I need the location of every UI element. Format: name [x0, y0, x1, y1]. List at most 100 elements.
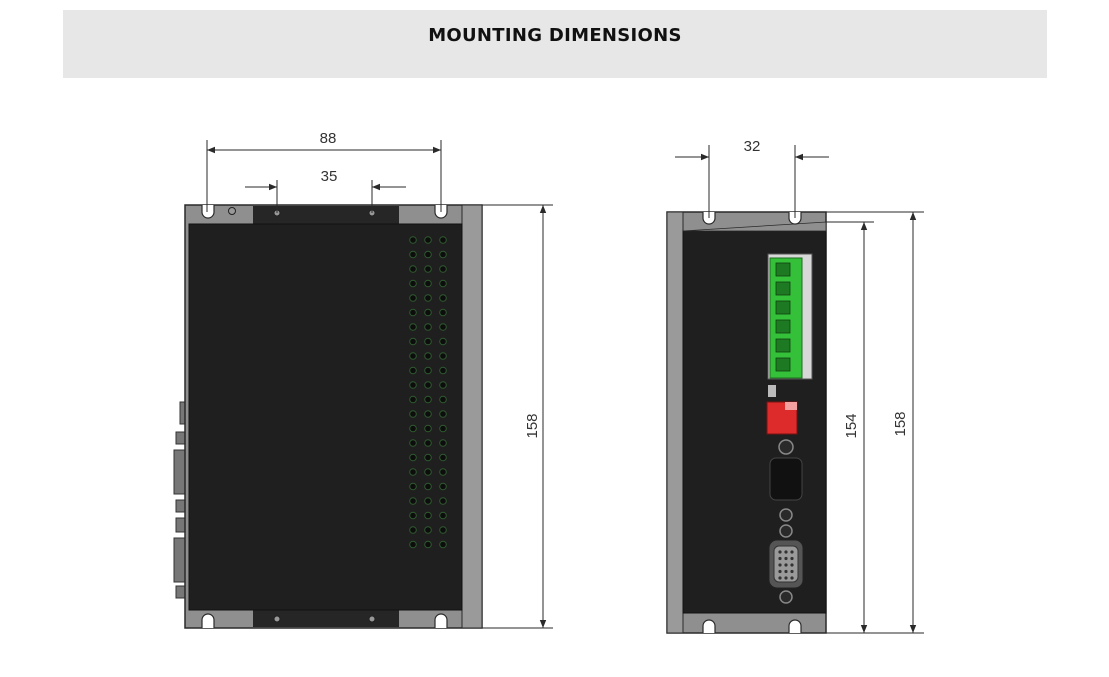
vent-hole	[439, 308, 447, 317]
vent-hole	[439, 265, 447, 273]
vent-hole	[409, 511, 417, 520]
vent-hole	[409, 308, 417, 317]
vent-hole	[424, 366, 432, 375]
vent-hole	[424, 526, 432, 534]
vent-hole	[439, 453, 447, 462]
vent-hole	[439, 497, 447, 505]
vent-hole	[424, 236, 432, 244]
dim-158-front-label: 158	[524, 413, 541, 438]
red-dip-switch	[766, 401, 798, 435]
terminal-slot	[775, 300, 791, 315]
terminal-block	[767, 253, 813, 380]
top-mount-bar	[253, 206, 399, 224]
side-view: 32 154 158	[666, 138, 924, 634]
vent-hole	[424, 381, 432, 389]
vent-hole	[439, 294, 447, 302]
bottom-mount-slots	[201, 613, 448, 628]
vent-hole	[439, 439, 447, 447]
vent-hole	[409, 497, 417, 505]
vent-hole	[409, 439, 417, 447]
vent-hole	[424, 497, 432, 505]
db-pin	[784, 550, 788, 554]
vent-hole	[439, 366, 447, 375]
vent-hole	[409, 453, 417, 462]
vent-hole	[424, 265, 432, 273]
vent-hole	[439, 482, 447, 491]
side-dimensions	[675, 145, 924, 634]
db-pin	[778, 550, 782, 554]
vent-hole	[439, 236, 447, 244]
db-pin	[778, 556, 782, 561]
vent-hole	[409, 366, 417, 375]
vent-hole	[439, 352, 447, 360]
vent-hole	[409, 381, 417, 389]
db-pin	[778, 576, 782, 580]
vent-hole	[424, 337, 432, 346]
dim-158-side-label: 158	[892, 411, 909, 436]
vent-holes	[409, 236, 447, 549]
vent-hole	[439, 511, 447, 520]
vent-hole	[439, 250, 447, 259]
side-mount-slots	[702, 212, 802, 633]
vent-hole	[424, 279, 432, 288]
vent-hole	[424, 468, 432, 476]
vent-hole	[424, 308, 432, 317]
db-pin	[784, 576, 788, 580]
vent-hole	[409, 279, 417, 288]
vent-hole	[424, 395, 432, 404]
vent-hole	[439, 468, 447, 476]
title-bar: MOUNTING DIMENSIONS	[63, 10, 1047, 78]
vent-hole	[409, 323, 417, 331]
vent-hole	[439, 279, 447, 288]
vent-hole	[424, 453, 432, 462]
vent-hole	[424, 424, 432, 433]
vent-hole	[409, 482, 417, 491]
vent-hole	[424, 250, 432, 259]
db-pin	[784, 556, 788, 561]
vent-hole	[424, 540, 432, 549]
vent-hole	[424, 439, 432, 447]
side-screw	[778, 439, 794, 455]
db-pin	[790, 556, 794, 561]
dim-32-label: 32	[744, 138, 761, 155]
vent-hole	[409, 236, 417, 244]
left-connectors	[173, 401, 187, 599]
terminal-slot	[775, 262, 791, 277]
vent-hole	[424, 323, 432, 331]
db-pin	[790, 569, 794, 574]
vent-hole	[409, 410, 417, 418]
vent-hole	[439, 337, 447, 346]
vent-hole	[439, 410, 447, 418]
vent-hole	[424, 294, 432, 302]
vent-hole	[439, 424, 447, 433]
vent-hole	[439, 381, 447, 389]
db-pin	[778, 563, 782, 567]
db-pin	[790, 563, 794, 567]
db-pin	[790, 550, 794, 554]
front-body	[188, 223, 463, 611]
vent-hole	[409, 395, 417, 404]
vent-hole	[439, 395, 447, 404]
db-connector	[768, 539, 804, 589]
page-title: MOUNTING DIMENSIONS	[428, 25, 682, 46]
screws	[228, 207, 376, 623]
db-pin	[790, 576, 794, 580]
vent-hole	[409, 337, 417, 346]
vent-hole	[424, 511, 432, 520]
vent-hole	[409, 468, 417, 476]
vent-hole	[439, 540, 447, 549]
vent-hole	[424, 482, 432, 491]
db-pin	[778, 569, 782, 574]
side-connector-1	[769, 457, 803, 501]
vent-hole	[409, 250, 417, 259]
vent-hole	[439, 323, 447, 331]
front-view: 88 35 158	[173, 130, 553, 629]
vent-hole	[409, 424, 417, 433]
dim-154-label: 154	[843, 413, 860, 438]
vent-hole	[409, 526, 417, 534]
db-pin	[784, 563, 788, 567]
vent-hole	[409, 540, 417, 549]
vent-hole	[409, 352, 417, 360]
db-pin	[784, 569, 788, 574]
